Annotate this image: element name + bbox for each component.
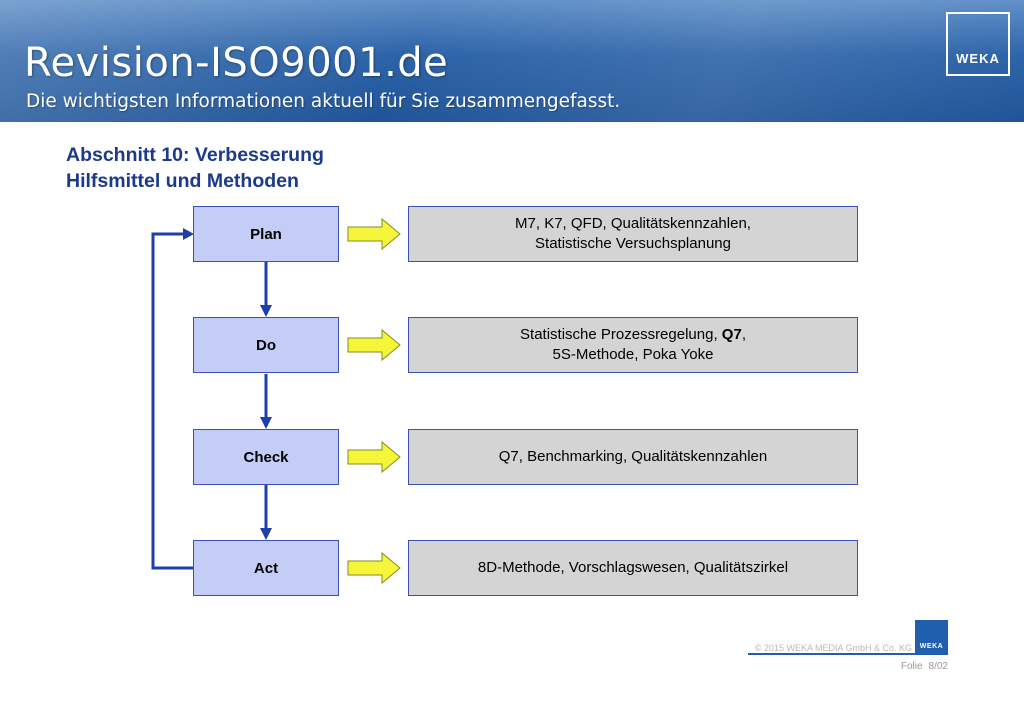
weka-logo: WEKA	[946, 12, 1010, 76]
yellow-arrow-do	[347, 328, 401, 362]
header-shine	[0, 0, 1024, 122]
site-title: Revision-ISO9001.de	[24, 40, 449, 86]
slide-number: Folie 8/02	[895, 661, 948, 672]
yellow-arrow-act	[347, 551, 401, 585]
tools-plan-line2: Statistische Versuchsplanung	[535, 235, 731, 252]
tools-do-line2: 5S-Methode, Poka Yoke	[552, 346, 714, 363]
down-arrow-check-act	[260, 485, 272, 540]
header-banner: Revision-ISO9001.de Die wichtigsten Info…	[0, 0, 1024, 122]
q7-emphasis: Q7	[721, 326, 742, 343]
feedback-loop-arrowhead	[183, 228, 194, 240]
weka-footer-logo-text: WEKA	[919, 643, 944, 650]
down-arrow-plan-do	[260, 262, 272, 317]
phase-act-box: Act	[193, 540, 339, 596]
tools-check-line1: Q7, Benchmarking, Qualitätskennzahlen	[498, 448, 768, 465]
tools-check-box: Q7, Benchmarking, Qualitätskennzahlen	[408, 429, 858, 485]
tools-do-box: Statistische Prozessregelung, Q7, 5S-Met…	[408, 317, 858, 373]
tools-do-line1: Statistische Prozessregelung, Q7,	[520, 326, 746, 343]
site-tagline: Die wichtigsten Informationen aktuell fü…	[26, 91, 621, 112]
yellow-arrow-check	[347, 440, 401, 474]
down-arrow-do-check	[260, 374, 272, 429]
tools-act-box: 8D-Methode, Vorschlagswesen, Qualitätszi…	[408, 540, 858, 596]
copyright-text: © 2015 WEKA MEDIA GmbH & Co. KG	[754, 643, 912, 653]
phase-plan-box: Plan	[193, 206, 339, 262]
footer-rule	[748, 653, 948, 655]
weka-footer-logo: WEKA	[915, 620, 948, 653]
slide-title-line2: Hilfsmittel und Methoden	[66, 170, 299, 192]
folio-label: Folie	[900, 661, 923, 672]
slide-title: Abschnitt 10: Verbesserung Hilfsmittel u…	[66, 142, 324, 194]
yellow-arrow-plan	[347, 217, 401, 251]
feedback-loop-arrow	[151, 232, 193, 570]
tools-plan-line1: M7, K7, QFD, Qualitätskennzahlen,	[515, 215, 751, 232]
phase-do-box: Do	[193, 317, 339, 373]
tools-act-line1: 8D-Methode, Vorschlagswesen, Qualitätszi…	[477, 559, 789, 576]
folio-number: 8/02	[928, 661, 948, 672]
slide-title-line1: Abschnitt 10: Verbesserung	[66, 144, 324, 166]
tools-plan-box: M7, K7, QFD, Qualitätskennzahlen, Statis…	[408, 206, 858, 262]
weka-logo-text: WEKA	[956, 51, 1000, 66]
phase-check-box: Check	[193, 429, 339, 485]
